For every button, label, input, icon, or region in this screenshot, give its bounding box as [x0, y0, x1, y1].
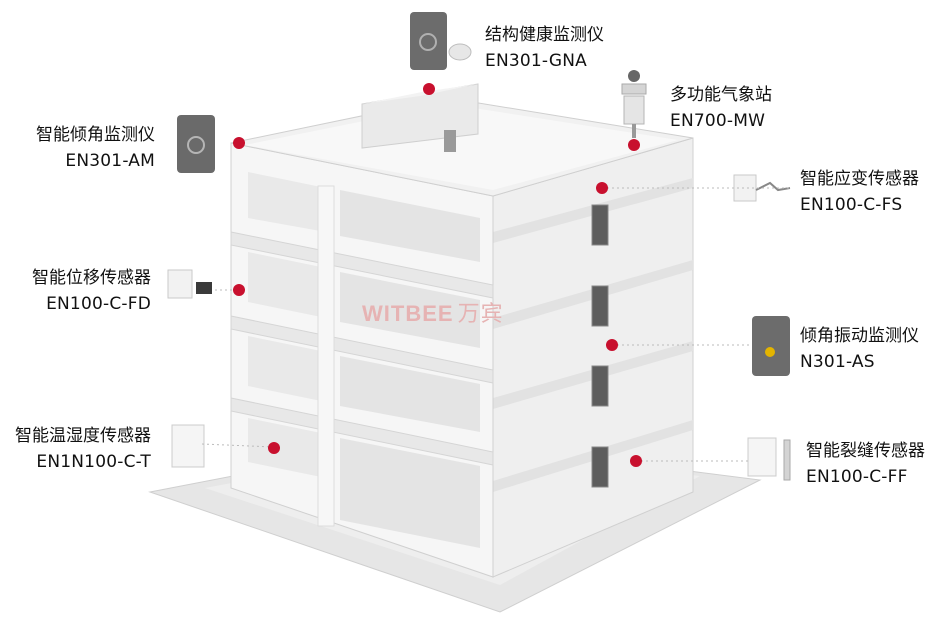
sensor-name: 智能温湿度传感器 [15, 426, 151, 446]
sensor-model: EN700-MW [670, 111, 766, 131]
marker-temp-humidity [268, 442, 280, 454]
sensor-name: 智能倾角监测仪 [36, 125, 155, 145]
sensor-name: 智能裂缝传感器 [806, 441, 925, 461]
label-displacement-sensor: 智能位移传感器 EN100-C-FD [10, 265, 151, 317]
sensor-markers [233, 83, 642, 467]
sensor-model: EN100-C-FF [806, 467, 908, 487]
sensor-name: 智能位移传感器 [32, 268, 151, 288]
tilt-monitor-icon [177, 115, 215, 173]
building-right-face [492, 137, 694, 578]
sensor-name: 多功能气象站 [670, 85, 772, 105]
leader-lines [201, 187, 792, 462]
vibration-monitor-icon [752, 316, 790, 376]
watermark-brand: WITBEE [362, 301, 454, 326]
marker-gnss [423, 83, 435, 95]
displacement-sensor-icon [167, 269, 212, 299]
sensor-name: 倾角振动监测仪 [800, 326, 919, 346]
sensor-name: 结构健康监测仪 [485, 25, 604, 45]
label-vibration-monitor: 倾角振动监测仪 N301-AS [800, 323, 919, 375]
marker-vibration [606, 339, 618, 351]
label-gnss-monitor: 结构健康监测仪 EN301-GNA [485, 22, 604, 74]
crack-sensor-icon [747, 437, 791, 481]
sensor-model: EN100-C-FS [800, 195, 903, 215]
weather-station-icon [621, 70, 647, 138]
sensor-model: EN301-GNA [485, 51, 587, 71]
marker-tilt [233, 137, 245, 149]
label-tilt-monitor: 智能倾角监测仪 EN301-AM [20, 122, 155, 174]
label-strain-sensor: 智能应变传感器 EN100-C-FS [800, 166, 919, 218]
sensor-model: EN301-AM [65, 151, 155, 171]
marker-crack [630, 455, 642, 467]
marker-strain [596, 182, 608, 194]
gnss-monitor-icon [410, 12, 472, 70]
label-temp-humidity-sensor: 智能温湿度传感器 EN1N100-C-T [5, 423, 151, 475]
label-weather-station: 多功能气象站 EN700-MW [670, 82, 772, 134]
label-crack-sensor: 智能裂缝传感器 EN100-C-FF [806, 438, 925, 490]
temp-humidity-sensor-icon [171, 424, 205, 468]
building-front-face [230, 142, 494, 578]
strain-sensor-icon [733, 174, 791, 202]
sensor-model: N301-AS [800, 352, 875, 372]
watermark-brand-cn: 万宾 [457, 301, 504, 326]
marker-displacement [233, 284, 245, 296]
building-roof [230, 83, 694, 197]
sensor-model: EN1N100-C-T [36, 452, 151, 472]
marker-weather [628, 139, 640, 151]
sensor-name: 智能应变传感器 [800, 169, 919, 189]
sensor-model: EN100-C-FD [46, 294, 151, 314]
